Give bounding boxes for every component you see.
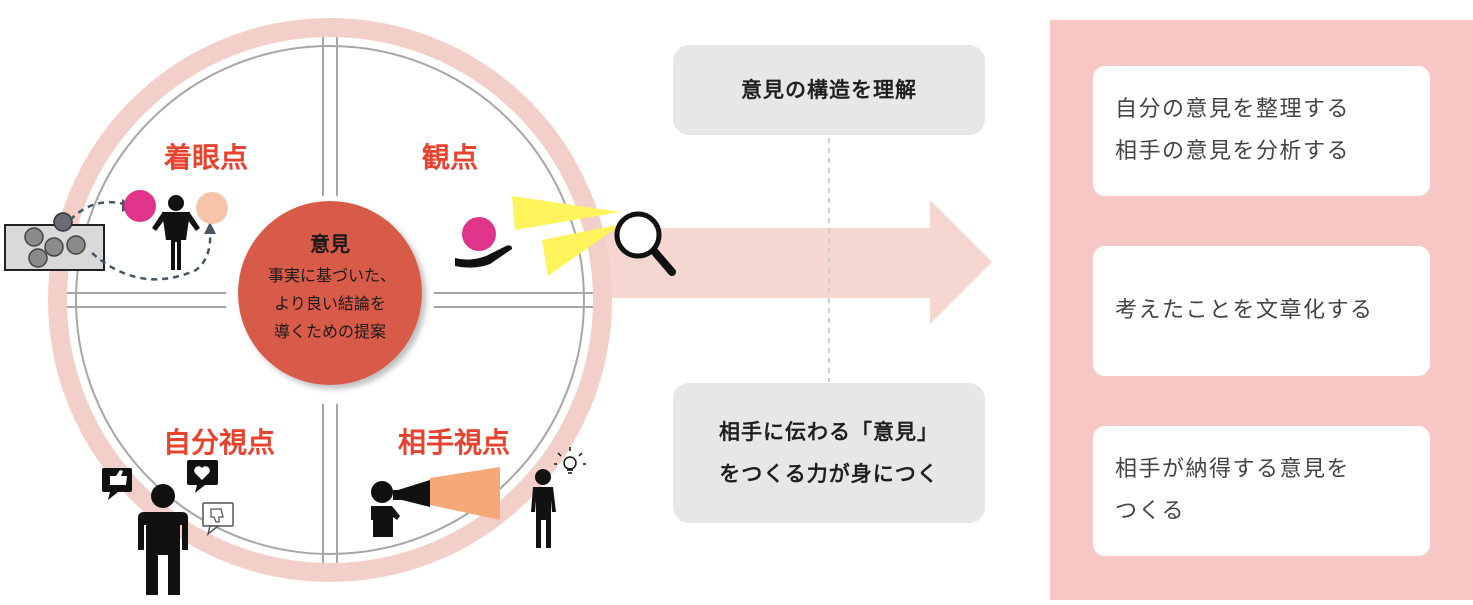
person-icon — [138, 484, 188, 595]
result-card-2: 考えたことを文章化する — [1093, 246, 1430, 376]
result-card-1: 自分の意見を整理する 相手の意見を分析する — [1093, 66, 1430, 196]
center-line-3: 導くための提案 — [274, 322, 386, 341]
label-focus-point: 着眼点 — [163, 141, 248, 174]
result-1-line-2: 相手の意見を分析する — [1115, 139, 1351, 164]
label-viewpoint: 観点 — [422, 141, 478, 174]
label-other-perspective: 相手視点 — [398, 426, 510, 459]
result-1-line-1: 自分の意見を整理する — [1115, 97, 1351, 122]
person-icon — [152, 195, 200, 270]
understand-structure-box: 意見の構造を理解 — [673, 45, 985, 135]
result-2-line-1: 考えたことを文章化する — [1115, 298, 1374, 323]
result-3-line-1: 相手が納得する意見を — [1115, 457, 1351, 482]
understand-structure-label: 意見の構造を理解 — [741, 78, 917, 102]
thumbs-down-icon — [202, 502, 234, 536]
ball-pool-icon — [4, 212, 105, 271]
skill-acquired-box: 相手に伝わる「意見」 をつくる力が身につく — [673, 383, 985, 523]
result-card-3: 相手が納得する意見を つくる — [1093, 426, 1430, 556]
magenta-ball-icon — [462, 217, 496, 251]
megaphone-person-icon — [371, 480, 430, 537]
magenta-ball-icon — [124, 190, 156, 222]
listener-person-icon — [531, 469, 556, 548]
speech-beam — [430, 467, 500, 520]
center-line-2: より良い結論を — [274, 294, 386, 313]
peach-ball-icon — [196, 192, 228, 224]
center-line-1: 事実に基づいた、 — [268, 266, 396, 285]
center-circle — [238, 201, 422, 385]
skill-line-1: 相手に伝わる「意見」 — [719, 420, 939, 444]
hand-icon — [455, 245, 512, 268]
big-arrow — [600, 200, 992, 324]
lightbulb-icon — [554, 447, 586, 474]
dashed-arrow-to-magenta — [69, 200, 129, 221]
label-own-perspective: 自分視点 — [163, 426, 275, 459]
magnifier-icon — [614, 211, 676, 276]
heart-icon — [187, 460, 218, 493]
beam-light — [512, 196, 622, 276]
thumbs-up-icon — [102, 468, 132, 500]
center-title: 意見 — [310, 232, 350, 256]
skill-line-2: をつくる力が身につく — [719, 462, 939, 486]
result-3-line-2: つくる — [1115, 499, 1186, 524]
